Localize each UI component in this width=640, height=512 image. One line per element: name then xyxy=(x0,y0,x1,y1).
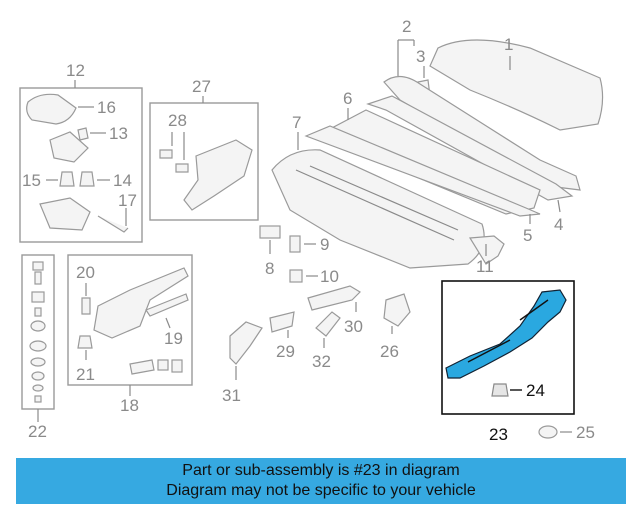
label-2: 2 xyxy=(402,17,411,36)
label-26: 26 xyxy=(380,342,399,361)
label-1: 1 xyxy=(504,35,513,54)
group-box-27 xyxy=(149,102,259,221)
part-18-nut xyxy=(157,359,169,371)
label-32: 32 xyxy=(312,352,331,371)
part-8-pad xyxy=(259,225,281,239)
label-12: 12 xyxy=(66,61,85,80)
part-14-bumper xyxy=(79,171,95,187)
banner-line-2: Diagram may not be specific to your vehi… xyxy=(166,482,476,499)
part-24-bumper xyxy=(491,383,509,397)
part-5-seal xyxy=(304,125,541,217)
part-13-clip xyxy=(77,127,89,141)
part-9-bumper xyxy=(289,235,301,253)
part-27-bracket xyxy=(183,139,253,211)
part-18-bolt xyxy=(129,359,155,375)
part-18-latch xyxy=(93,267,189,339)
label-19: 19 xyxy=(164,329,183,348)
label-6: 6 xyxy=(343,89,352,108)
label-4: 4 xyxy=(554,215,563,234)
part-23-highlighted xyxy=(445,289,567,379)
parts-diagram: 12 16 13 15 14 17 27 28 22 18 xyxy=(19,17,604,444)
label-15: 15 xyxy=(22,171,41,190)
part-18-clip xyxy=(171,359,183,373)
part-16-cover xyxy=(26,93,77,125)
part-1-panel xyxy=(429,39,604,131)
label-3: 3 xyxy=(416,47,425,66)
label-27: 27 xyxy=(192,77,211,96)
info-banner: Part or sub-assembly is #23 in diagram D… xyxy=(16,458,626,504)
label-31: 31 xyxy=(222,386,241,405)
part-2-seal xyxy=(383,75,581,191)
label-17: 17 xyxy=(118,191,137,210)
label-14: 14 xyxy=(113,171,132,190)
label-9: 9 xyxy=(320,235,329,254)
label-7: 7 xyxy=(292,113,301,132)
part-17-cable xyxy=(97,215,129,233)
part-latch-12 xyxy=(39,197,91,231)
label-23: 23 xyxy=(489,425,508,444)
part-30-bracket xyxy=(307,285,361,311)
part-19-rod xyxy=(145,293,189,317)
part-26-hinge xyxy=(383,293,411,327)
label-24: 24 xyxy=(526,381,545,400)
part-bracket-12 xyxy=(49,131,89,163)
part-28-bolt-b xyxy=(175,163,189,173)
part-20-pin xyxy=(81,297,91,315)
part-7-lid xyxy=(271,149,485,269)
label-25: 25 xyxy=(576,423,595,442)
label-10: 10 xyxy=(320,267,339,286)
part-11-seal xyxy=(468,235,505,265)
part-31-bracket xyxy=(229,321,263,365)
label-20: 20 xyxy=(76,263,95,282)
part-15-bumper xyxy=(59,171,75,187)
label-28: 28 xyxy=(168,111,187,130)
label-16: 16 xyxy=(97,98,116,117)
group-box-12 xyxy=(19,87,143,243)
part-21-grommet xyxy=(77,335,93,349)
label-13: 13 xyxy=(109,124,128,143)
label-22: 22 xyxy=(28,422,47,441)
label-29: 29 xyxy=(276,342,295,361)
part-10-bumper xyxy=(289,269,303,283)
label-18: 18 xyxy=(120,396,139,415)
part-22-fastener-stack xyxy=(29,261,47,403)
part-25-plug xyxy=(538,425,558,439)
label-5: 5 xyxy=(523,226,532,245)
banner-line-1: Part or sub-assembly is #23 in diagram xyxy=(182,462,460,479)
part-4-seal xyxy=(366,95,574,201)
label-8: 8 xyxy=(265,259,274,278)
label-11: 11 xyxy=(476,257,494,276)
label-21: 21 xyxy=(76,365,95,384)
group-box-23 xyxy=(441,280,575,415)
part-32-bracket xyxy=(315,311,341,337)
label-30: 30 xyxy=(344,317,363,336)
part-28-bolt-a xyxy=(159,149,173,159)
part-29-bracket xyxy=(269,311,295,333)
